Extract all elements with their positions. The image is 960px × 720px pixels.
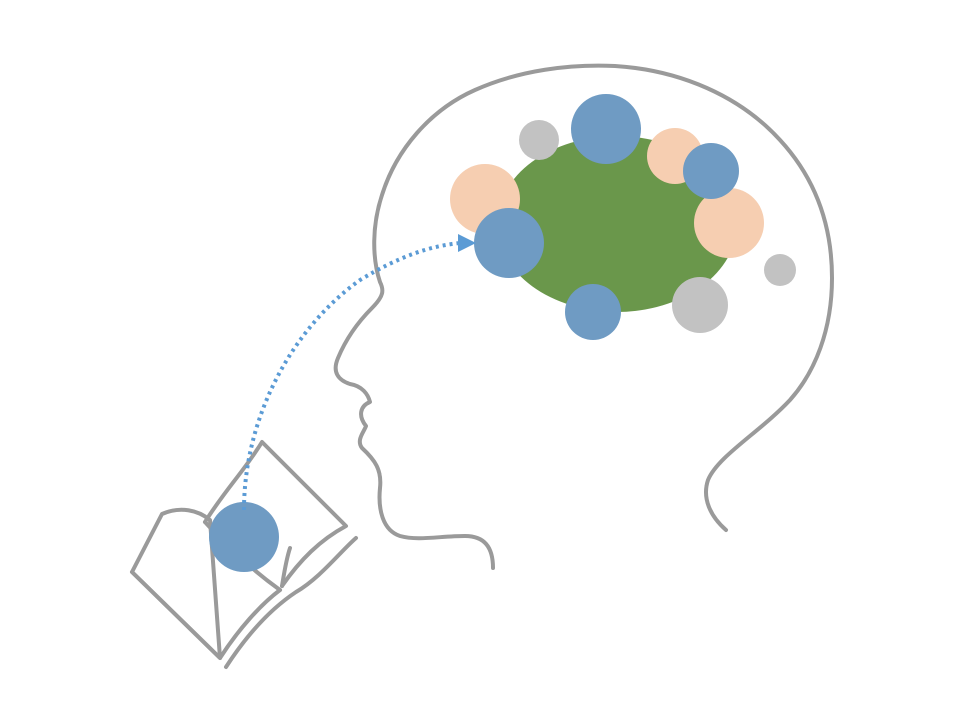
peach-node-right <box>694 188 764 258</box>
blue-node-book <box>209 502 279 572</box>
transfer-arrow-icon <box>242 241 461 511</box>
gray-node-bottom-right <box>672 277 728 333</box>
blue-node-left-incoming <box>474 208 544 278</box>
transfer-arrowhead-icon <box>458 234 476 252</box>
blue-node-bottom <box>565 284 621 340</box>
blue-node-top <box>571 94 641 164</box>
gray-node-top-left <box>519 120 559 160</box>
head-outline-icon <box>333 63 834 570</box>
gray-node-right-small <box>764 254 796 286</box>
blue-node-top-right <box>683 143 739 199</box>
